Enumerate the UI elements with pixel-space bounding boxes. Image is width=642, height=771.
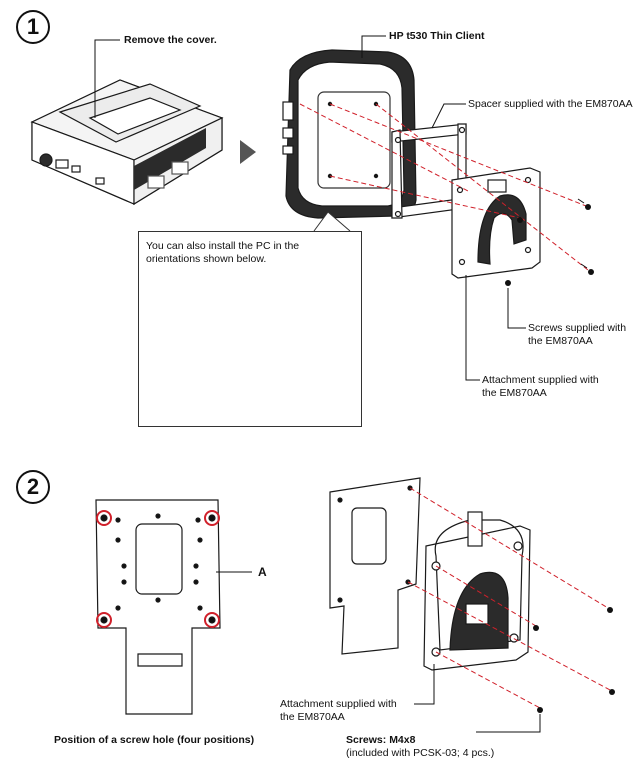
screws-step1 [505,198,594,286]
label-screws: Screws supplied with the EM870AA [528,322,627,347]
label-spacer: Spacer supplied with the EM870AA [468,98,633,110]
mounting-plate-perspective [329,477,421,655]
leader-attachment [465,275,480,381]
label-remove-cover: Remove the cover. [124,34,217,46]
step-2-number: 2 [16,470,50,504]
orientation-callout-box: You can also install the PC in the orien… [138,231,362,427]
label-marker-a: A [258,565,267,579]
screws-step2 [533,607,615,713]
leader-remove-cover [94,39,120,118]
leader-thin-client [361,35,386,58]
leader-attachment-step2 [414,664,435,705]
alignment-lines-step1 [299,103,589,271]
callout-pointer [313,211,351,232]
attachment-illustration-step2 [423,511,531,671]
label-attachment: Attachment supplied with the EM870AA [482,374,599,399]
leader-spacer [431,103,466,129]
label-attachment-step2: Attachment supplied with the EM870AA [280,698,397,723]
leader-screws [507,288,526,329]
thin-client-cover-illustration [30,79,224,206]
thin-client-side-illustration [282,49,417,219]
label-thin-client: HP t530 Thin Client [389,30,485,42]
label-screws-title: Screws: M4x8 [346,734,416,746]
leader-screws-step2 [476,714,541,733]
alignment-lines-step2 [407,487,611,709]
label-screws-note: (included with PCSK-03; 4 pcs.) [346,747,495,759]
attachment-illustration-step1 [451,167,541,279]
caption-screw-hole: Position of a screw hole (four positions… [54,734,255,746]
mounting-plate-front [95,499,221,715]
step-arrow [240,140,256,164]
screw-hole-highlights [96,510,220,628]
step-1-number: 1 [16,10,50,44]
callout-text: You can also install the PC in the orien… [146,240,300,265]
